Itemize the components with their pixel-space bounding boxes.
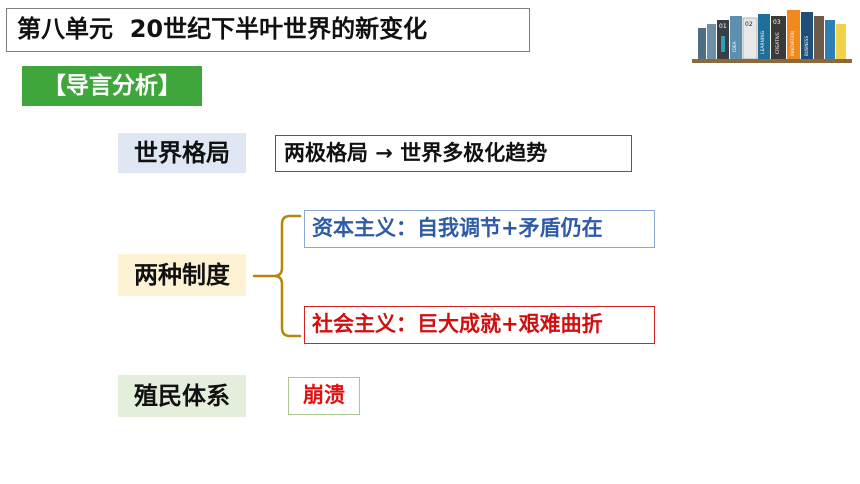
book-spine-03: 03 [773,19,781,26]
book-spine-idea: IDEA [732,40,738,52]
topic-two-systems: 两种制度 [118,254,246,296]
book-spine-business: BUSINESS [804,36,809,56]
guide-analysis-badge: 【导言分析】 [22,66,202,106]
book-spine-02: 02 [745,21,753,28]
bookshelf-illustration: 01 02 03 IDEA LEARNING CREATIVE INNOVATI… [692,10,852,63]
topic-colonial-system: 殖民体系 [118,375,246,417]
topic-world-pattern: 世界格局 [118,133,246,173]
capitalism-box: 资本主义：自我调节+矛盾仍在 [304,210,655,248]
book-spine-01: 01 [719,23,727,30]
colonial-collapse-box: 崩溃 [288,377,360,415]
socialism-box: 社会主义：巨大成就+艰难曲折 [304,306,655,344]
book-spine-innovation: INNOVATION [790,31,795,56]
book-spine-learning: LEARNING [760,30,766,54]
book-spine-creative: CREATIVE [775,32,781,54]
slide-title: 第八单元 20世纪下半叶世界的新变化 [6,8,530,52]
world-pattern-content: 两极格局 → 世界多极化趋势 [275,135,632,172]
brace-connector [252,214,302,338]
